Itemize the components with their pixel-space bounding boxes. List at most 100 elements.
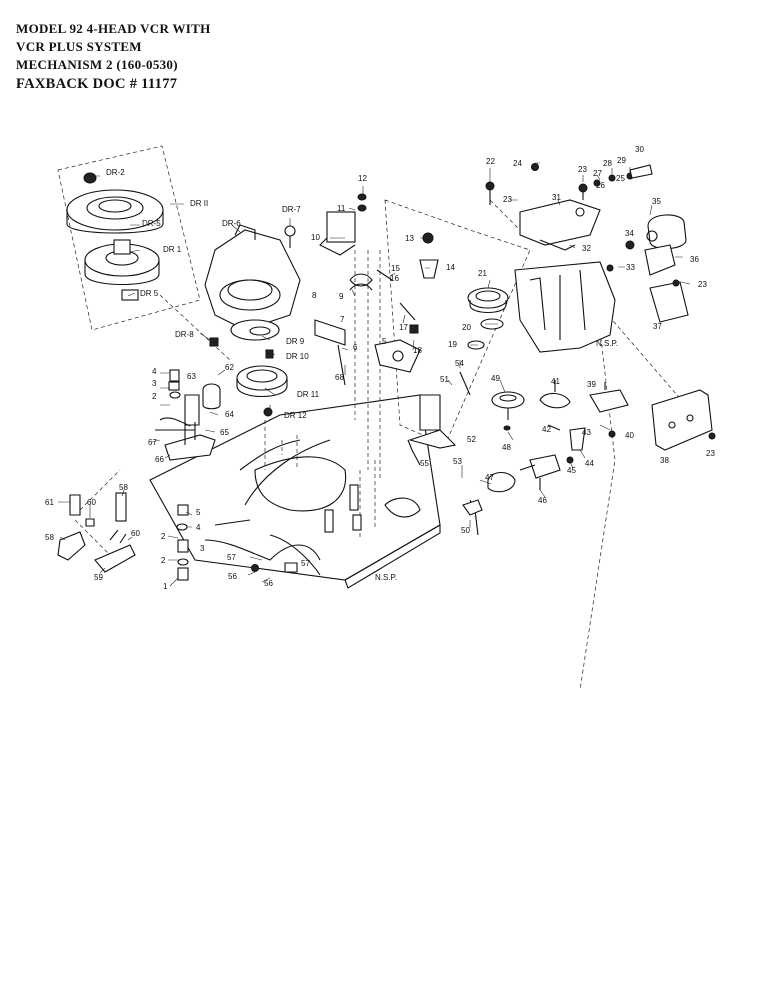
label-46: 46 [538, 496, 547, 505]
label-37: 37 [653, 322, 662, 331]
label-29: 29 [617, 156, 626, 165]
label-38: 38 [660, 456, 669, 465]
label-nsp2: N.S.P. [375, 573, 397, 582]
label-22: 22 [486, 157, 495, 166]
label-30: 30 [635, 145, 644, 154]
label-3b: 3 [200, 544, 205, 553]
label-18: 18 [413, 346, 422, 355]
screw-dr10 [265, 349, 274, 359]
right-chassis-assembly [485, 163, 653, 353]
label-19: 19 [448, 340, 457, 349]
label-4b: 4 [196, 523, 201, 532]
label-60b: 60 [131, 529, 140, 538]
screw-dr12 [263, 407, 273, 417]
label-42: 42 [542, 425, 551, 434]
label-17: 17 [399, 323, 408, 332]
label-3a: 3 [152, 379, 157, 388]
center-group-box [384, 199, 531, 446]
leader-22 [489, 199, 521, 231]
label-dr2: DR-2 [106, 168, 125, 177]
label-4a: 4 [152, 367, 157, 376]
label-2a: 2 [152, 392, 157, 401]
label-27: 27 [593, 169, 602, 178]
label-2b: 2 [161, 532, 166, 541]
drum-group-box [57, 145, 201, 331]
label-33: 33 [626, 263, 635, 272]
label-35: 35 [652, 197, 661, 206]
cam-lever-group [519, 380, 629, 490]
drum-motor-dr9-dr11 [230, 319, 288, 397]
label-13: 13 [405, 234, 414, 243]
label-48: 48 [502, 443, 511, 452]
guide-61 [74, 469, 121, 556]
label-drII: DR II [190, 199, 208, 208]
label-43: 43 [582, 428, 591, 437]
label-nsp1: N.S.P. [596, 339, 618, 348]
label-62: 62 [225, 363, 234, 372]
label-7: 7 [340, 315, 345, 324]
label-24: 24 [513, 159, 522, 168]
label-dr5a: DR-5 [142, 219, 161, 228]
label-2c: 2 [161, 556, 166, 565]
label-56a: 56 [228, 572, 237, 581]
label-47: 47 [485, 473, 494, 482]
label-45: 45 [567, 466, 576, 475]
label-58: 58 [45, 533, 54, 542]
label-23c: 23 [698, 280, 707, 289]
label-5a: 5 [382, 337, 387, 346]
label-23d: 23 [706, 449, 715, 458]
label-10: 10 [311, 233, 320, 242]
leader-lines [58, 162, 691, 587]
title-line-1: MODEL 92 4-HEAD VCR WITH [16, 21, 211, 36]
title-line-2: VCR PLUS SYSTEM [16, 39, 142, 54]
label-dr6: DR-6 [222, 219, 241, 228]
part-labels: DR-2 DR-5 DR 1 DR 5 DR II DR-6 DR-7 DR-8… [45, 145, 715, 591]
chassis-base-plate [149, 394, 441, 589]
label-21: 21 [478, 269, 487, 278]
lower-left-parts [57, 492, 321, 581]
label-44: 44 [585, 459, 594, 468]
label-60a: 60 [87, 498, 96, 507]
label-50: 50 [461, 526, 470, 535]
label-52: 52 [467, 435, 476, 444]
label-26: 26 [596, 181, 605, 190]
guide-dr5 [159, 294, 231, 361]
label-41: 41 [551, 377, 560, 386]
title-block: MODEL 92 4-HEAD VCR WITH VCR PLUS SYSTEM… [16, 20, 416, 94]
label-dr1: DR 1 [163, 245, 182, 254]
label-65: 65 [220, 428, 229, 437]
side-cover-38 [651, 389, 716, 451]
title-line-3: MECHANISM 2 (160-0530) [16, 57, 178, 72]
label-28: 28 [603, 159, 612, 168]
label-54: 54 [455, 359, 464, 368]
label-8: 8 [312, 291, 317, 300]
screw-dr8 [209, 337, 219, 347]
label-61: 61 [45, 498, 54, 507]
label-23a: 23 [578, 165, 587, 174]
label-1: 1 [163, 582, 168, 591]
label-dr5b: DR 5 [140, 289, 159, 298]
drum-base-dr6 [204, 224, 301, 331]
label-dr12: DR 12 [284, 411, 307, 420]
label-57a: 57 [227, 553, 236, 562]
label-32: 32 [582, 244, 591, 253]
label-dr10: DR 10 [286, 352, 309, 361]
label-59: 59 [94, 573, 103, 582]
label-25: 25 [616, 174, 625, 183]
label-53: 53 [453, 457, 462, 466]
label-56b: 56 [264, 579, 273, 588]
label-20: 20 [462, 323, 471, 332]
label-66: 66 [155, 455, 164, 464]
label-14: 14 [446, 263, 455, 272]
label-39: 39 [587, 380, 596, 389]
label-34: 34 [625, 229, 634, 238]
gear-group [462, 287, 525, 536]
right-dash-guide [579, 329, 616, 691]
label-6: 6 [353, 343, 358, 352]
label-68: 68 [335, 373, 344, 382]
label-5b: 5 [196, 508, 201, 517]
screw-dr7 [284, 225, 296, 248]
label-40: 40 [625, 431, 634, 440]
